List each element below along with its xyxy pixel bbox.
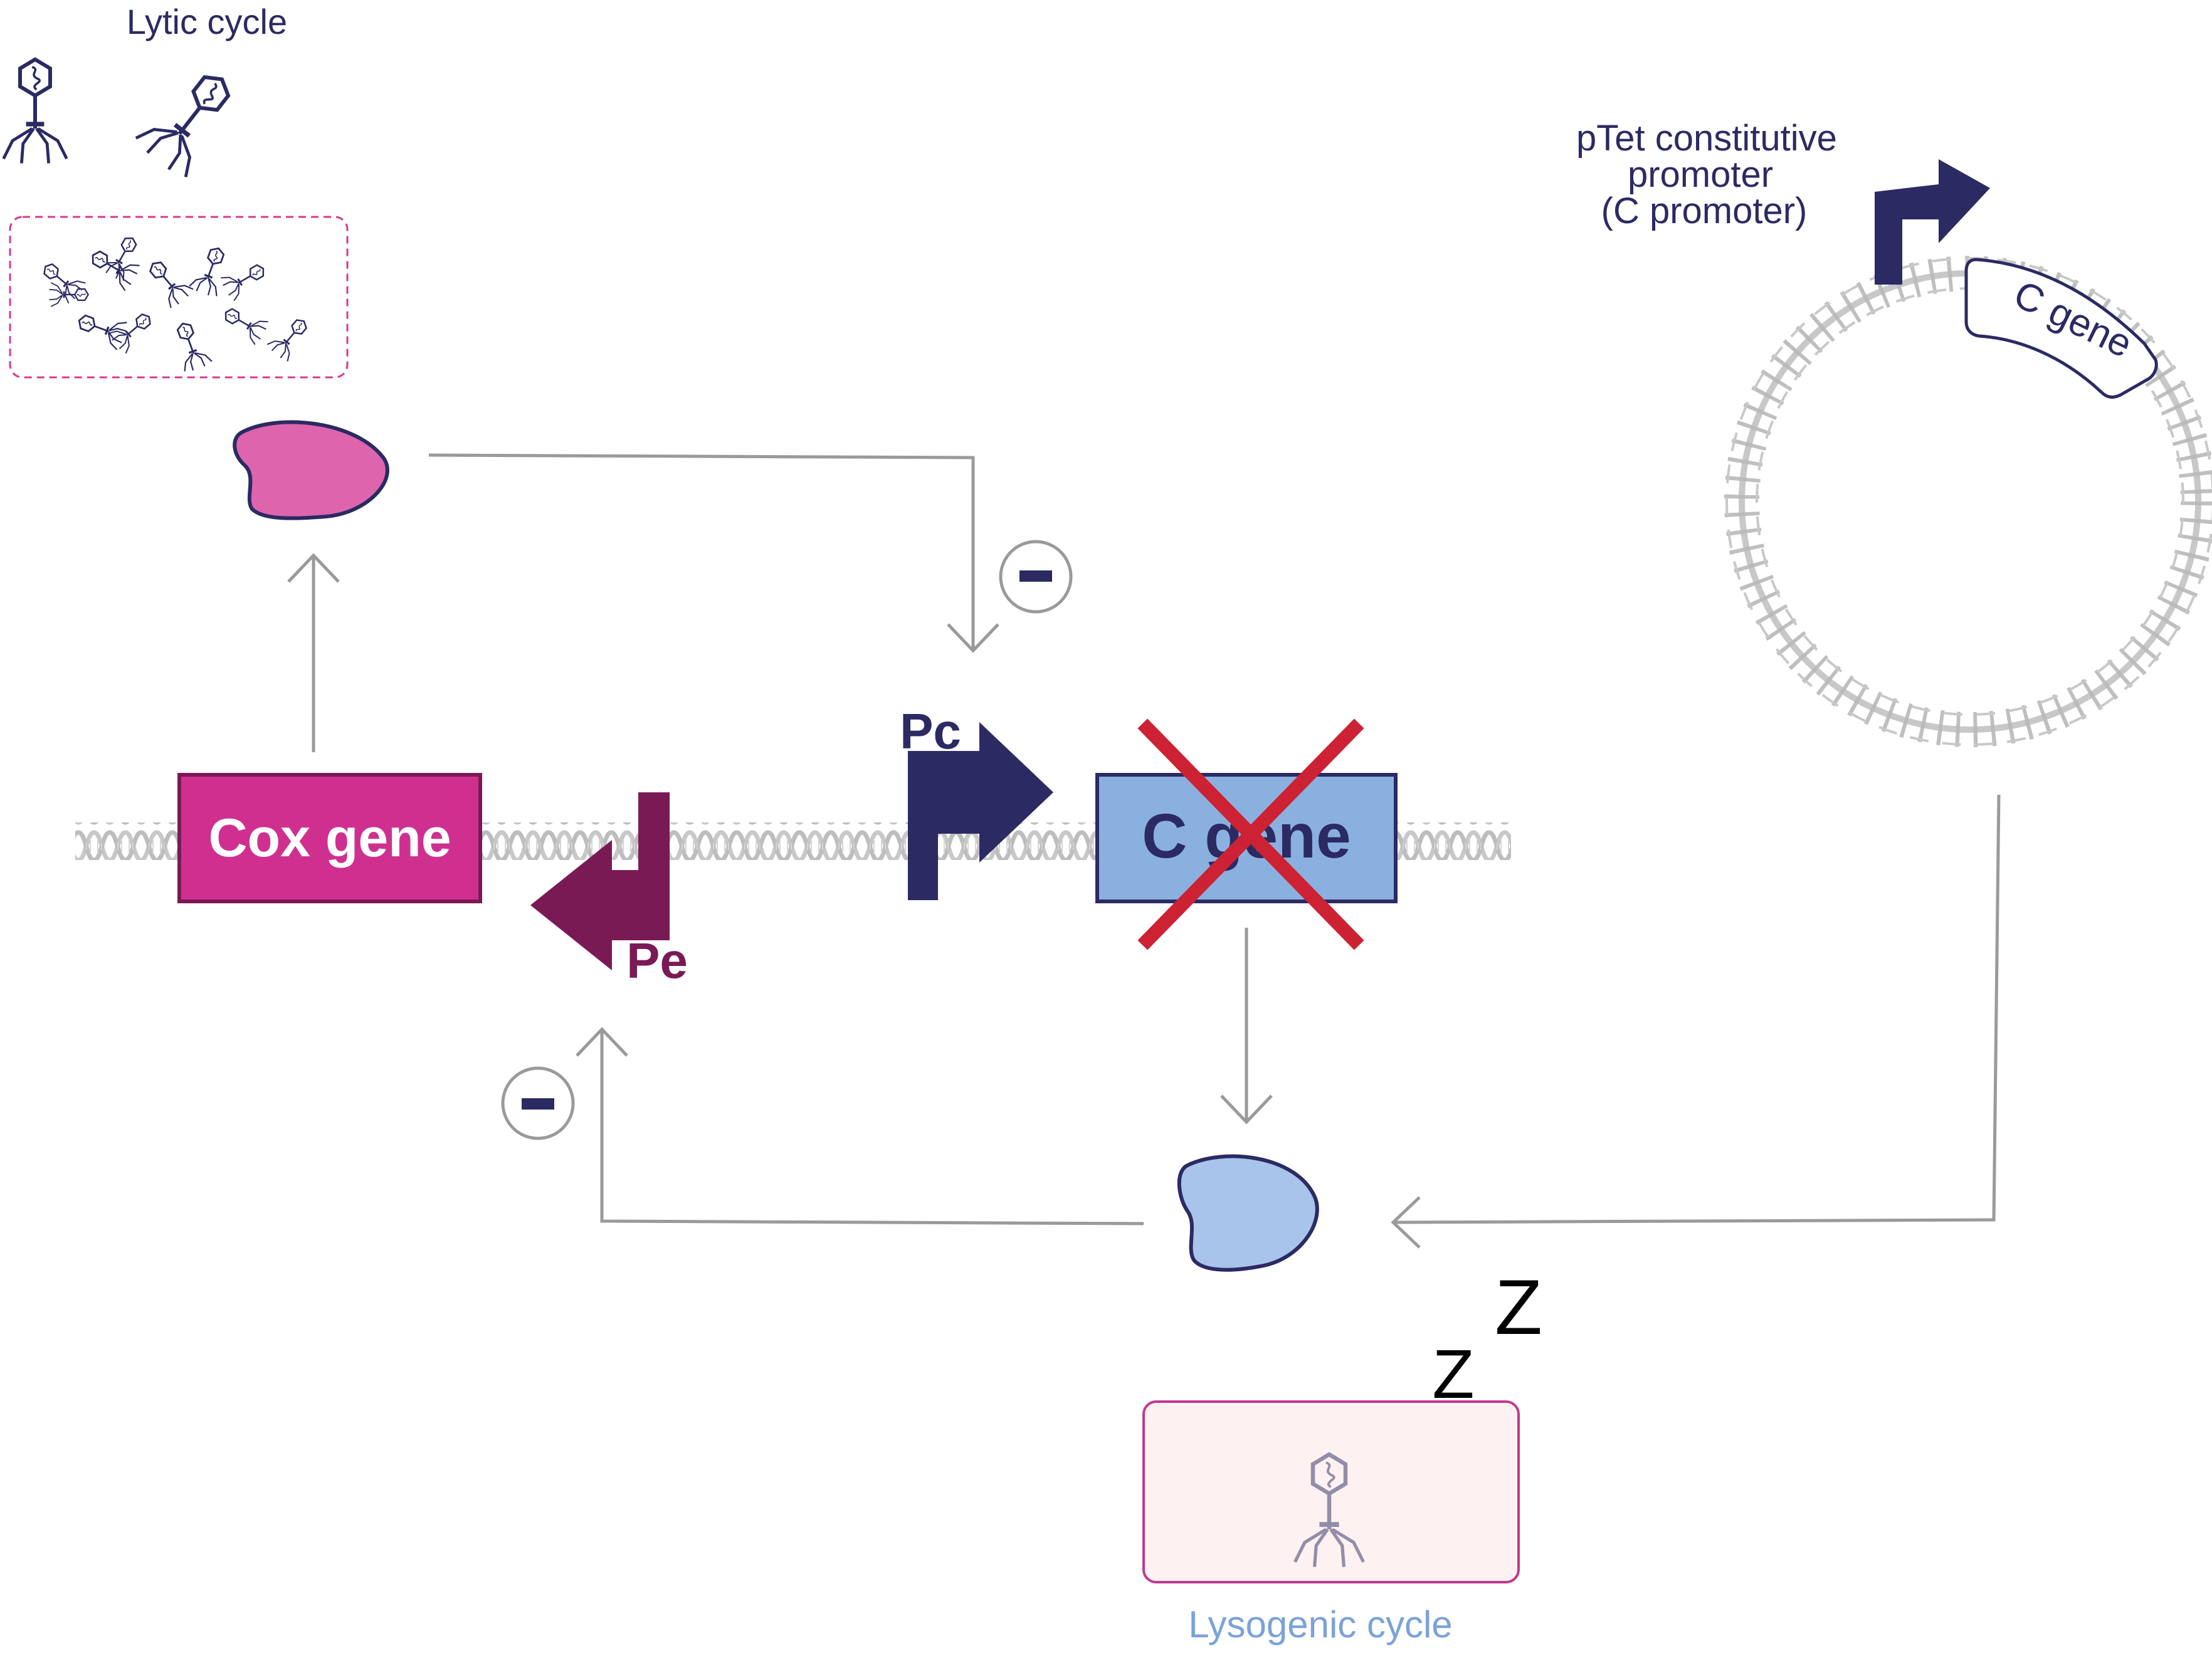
- ptet-promoter-arrow: [1875, 159, 1990, 285]
- c-expression-arrow: [1220, 928, 1273, 1125]
- ptet-label-line2: promoter: [1628, 154, 1773, 195]
- minus-badge-bottom: [501, 1066, 575, 1140]
- cox-repression-line: [428, 453, 999, 653]
- phage-icon: [4, 60, 67, 164]
- c-repression-line: [576, 1027, 1144, 1225]
- ptet-label-line1: pTet constitutive: [1576, 118, 1837, 159]
- ptet-label-line3: (C promoter): [1601, 191, 1808, 231]
- pe-label: Pe: [626, 933, 688, 989]
- sleep-z-large: Z: [1495, 1264, 1542, 1351]
- phage-cluster-icon: [36, 231, 315, 375]
- cox-gene-box: [177, 773, 482, 903]
- pc-label: Pc: [900, 703, 961, 759]
- pc-promoter-arrow: [908, 722, 1053, 900]
- phage-icon: [133, 60, 246, 181]
- minus-badge-top: [999, 540, 1073, 614]
- lysogenic-cycle-label: Lysogenic cycle: [1188, 1603, 1452, 1645]
- pe-promoter-arrow: [530, 792, 670, 970]
- cox-expression-arrow: [287, 553, 340, 752]
- sleep-z-medium: Z: [1432, 1336, 1474, 1413]
- c-repressor-protein-icon: [1177, 1154, 1319, 1272]
- plasmid-expression-line: [1391, 794, 2001, 1249]
- cox-protein-icon: [233, 420, 389, 520]
- lytic-cycle-label: Lytic cycle: [127, 2, 287, 41]
- lytic-phage-burst-box: [9, 216, 349, 379]
- plasmid-c-gene-box: [1964, 258, 2158, 399]
- knockout-cross-icon: [1137, 718, 1364, 950]
- cox-gene-label: Cox gene: [208, 808, 451, 868]
